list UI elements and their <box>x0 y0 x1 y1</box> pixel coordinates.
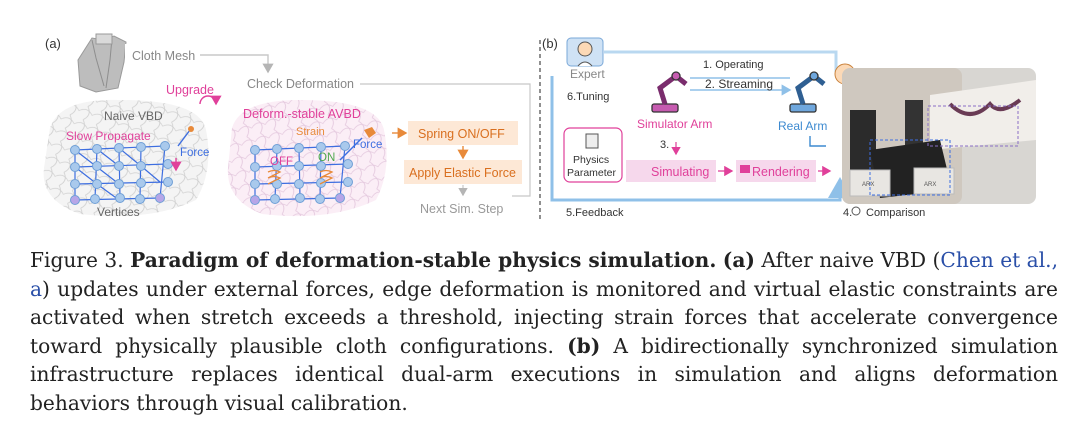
naive-vbd-mesh <box>43 99 209 217</box>
operating-text: 1. Operating <box>703 59 764 71</box>
cloth-mesh-icon <box>77 33 127 93</box>
feedback-text: 5.Feedback <box>566 207 624 219</box>
slow-propagate-text: Slow Propagate <box>66 129 151 143</box>
caption-title: Paradigm of deformation-stable physics s… <box>130 248 717 272</box>
panel-a-label: (a) <box>45 36 61 51</box>
next-step-text: Next Sim. Step <box>420 202 503 216</box>
on-text: ON <box>318 152 335 164</box>
caption-b-label: (b) <box>567 333 601 358</box>
simulator-arm-icon <box>651 71 688 113</box>
real-arm-text: Real Arm <box>778 119 827 133</box>
real-photo: ARX ARX <box>842 68 1036 204</box>
physics-parameter-box <box>563 127 623 183</box>
cloth-mesh-box <box>125 44 200 66</box>
force-arrow-left <box>177 129 191 147</box>
real-arm-icon <box>789 71 826 113</box>
avbd-text: Deform.-stable AVBD <box>243 107 361 121</box>
check-deformation-text: Check Deformation <box>247 77 354 91</box>
naive-vbd-text: Naive VBD <box>104 109 163 123</box>
spring-icons <box>267 169 334 185</box>
avbd-nodes <box>250 141 353 205</box>
caption-citation-2[interactable]: a <box>30 276 43 301</box>
spring-text: Spring ON/OFF <box>418 127 505 141</box>
caption-a-text-2: ) updates under external forces, edge de… <box>30 276 1058 358</box>
physics-text-1: Physics <box>573 154 609 166</box>
simulating-box <box>626 160 716 182</box>
simulating-text: Simulating <box>651 165 709 179</box>
rendering-box <box>736 160 816 182</box>
avbd-mesh <box>227 100 387 217</box>
caption-figure-label: Figure 3. <box>30 248 124 272</box>
elastic-text: Apply Elastic Force <box>409 166 516 180</box>
sim-arm-text: Simulator Arm <box>637 117 712 131</box>
spring-box <box>408 121 518 145</box>
step3-text: 3. <box>660 139 669 151</box>
cloth-mesh-text: Cloth Mesh <box>132 49 195 63</box>
streaming-text: 2. Streaming <box>705 77 773 91</box>
photo-text-1: ARX <box>862 182 874 188</box>
upgrade-text: Upgrade <box>166 83 214 97</box>
figure-diagram: (a) Cloth Mesh Upgrade Check Deformation… <box>43 33 1036 220</box>
caption-a-label: (a) <box>722 248 755 272</box>
tuning-text: 6.Tuning <box>567 91 609 103</box>
elastic-box <box>404 160 522 184</box>
rendering-text: Rendering <box>752 165 810 179</box>
panel-b-label: (b) <box>542 36 558 51</box>
expert-text: Expert <box>570 67 605 81</box>
force-right-text: Force <box>353 139 382 151</box>
off-text: OFF <box>270 156 293 168</box>
caption-citation[interactable]: Chen et al., <box>940 248 1058 272</box>
next-step-box <box>410 198 510 218</box>
photo-text-2: ARX <box>924 182 936 188</box>
force-left-text: Force <box>180 147 209 159</box>
figure-caption: Figure 3. Paradigm of deformation-stable… <box>30 246 1058 418</box>
caption-b-text: A bidirectionally synchronized simulatio… <box>30 333 1058 415</box>
strain-text: Strain <box>296 126 325 138</box>
vertices-text: Vertices <box>97 205 140 219</box>
magnifier-icon <box>851 206 861 216</box>
comparison-text: Comparison <box>866 207 925 219</box>
vbd-nodes <box>70 141 173 205</box>
expert-icon <box>566 37 604 67</box>
comparison-num: 4. <box>843 207 852 219</box>
caption-a-text-1: After naive VBD ( <box>761 248 941 272</box>
physics-text-2: Parameter <box>567 167 617 179</box>
